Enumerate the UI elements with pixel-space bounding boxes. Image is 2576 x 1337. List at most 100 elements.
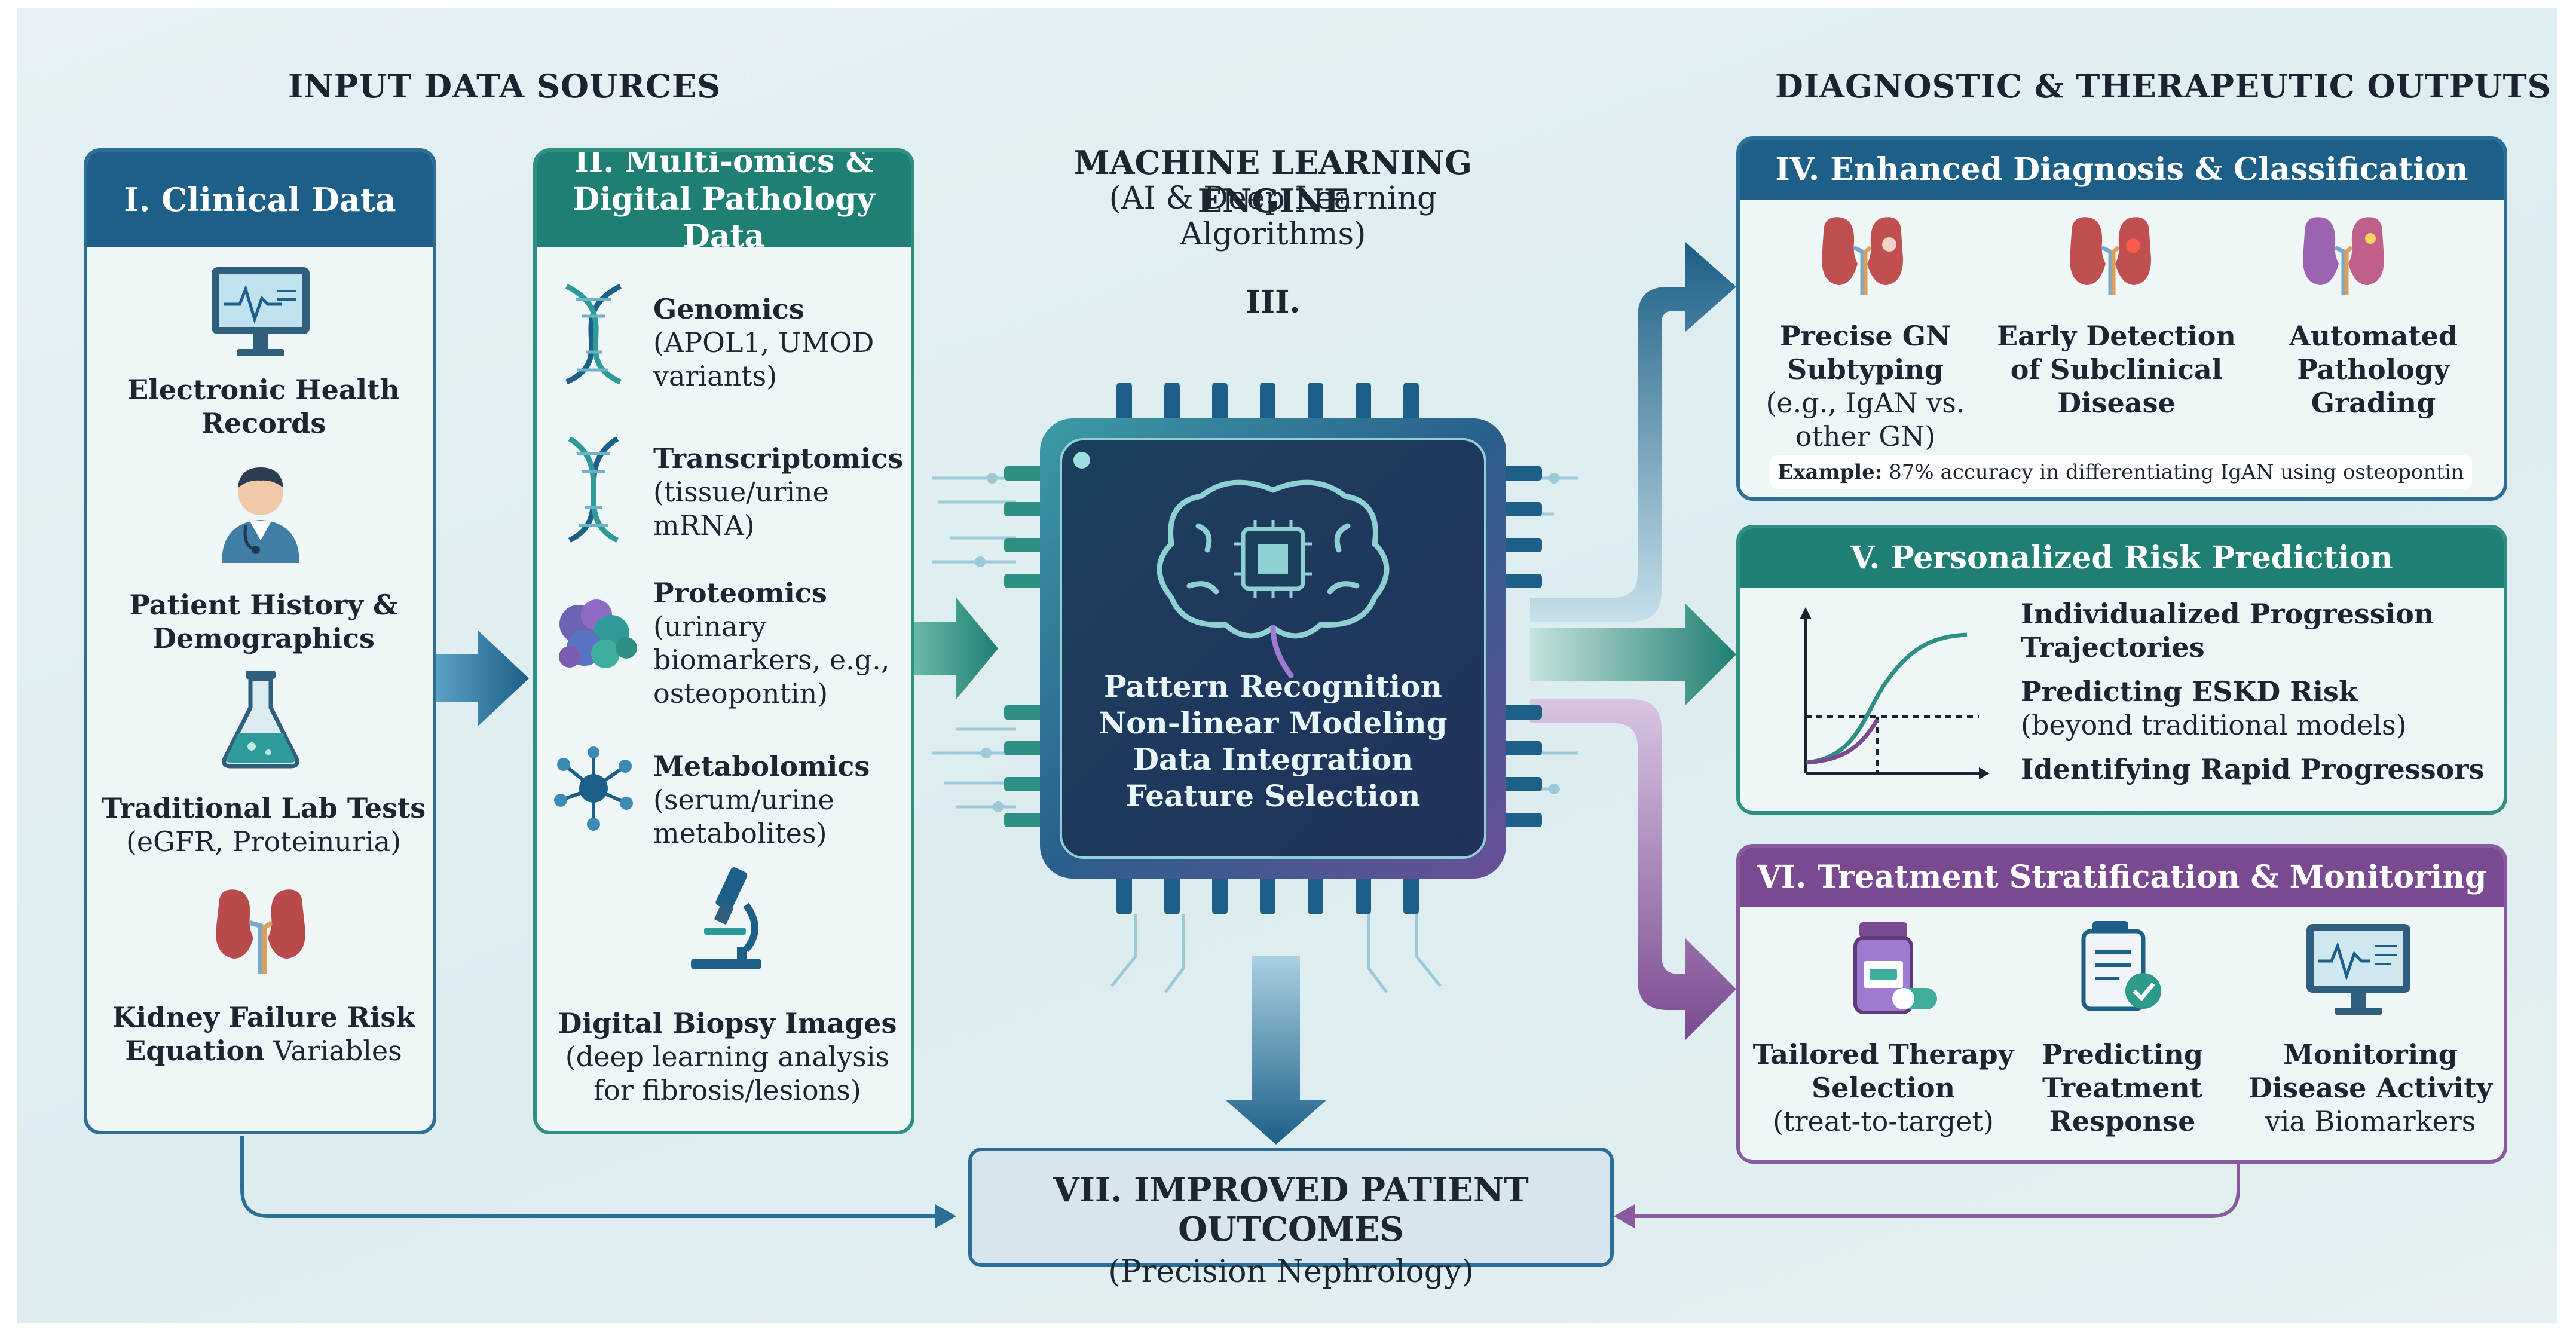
arrow-omics-to-engine <box>914 598 998 699</box>
metabolomics-detail: (serum/urine metabolites) <box>653 784 834 850</box>
engine-line-integration: Data Integration <box>1133 742 1414 777</box>
rna-icon <box>568 436 619 543</box>
genomics-detail: (APOL1, UMOD variants) <box>653 326 874 393</box>
diagnosis-panel: IV. Enhanced Diagnosis & Classification … <box>1736 136 2507 501</box>
genomics-label: Genomics (APOL1, UMOD variants) <box>653 292 904 393</box>
engine-numeral: III. <box>1246 284 1301 320</box>
transcriptomics-label: Transcriptomics (tissue/urine mRNA) <box>653 442 904 542</box>
monitor-icon <box>212 267 310 356</box>
kfre-detail: Variables <box>273 1035 402 1067</box>
eskd-title: Predicting ESKD Risk <box>2021 675 2358 708</box>
history-label: Patient History & Demographics <box>129 589 398 655</box>
outputs-header: DIAGNOSTIC & THERAPEUTIC OUTPUTS <box>1775 67 2551 105</box>
inputs-header: INPUT DATA SOURCES <box>288 67 721 105</box>
metabolomics-title: Metabolomics <box>653 750 870 782</box>
biopsy-detail: (deep learning analysis for fibrosis/les… <box>565 1041 890 1107</box>
chip-pins-bottom <box>1116 873 1419 914</box>
early-detection-label: Early Detection of Subclinical Disease <box>1997 320 2236 420</box>
metabolomics-label: Metabolomics (serum/urine metabolites) <box>653 749 904 850</box>
engine-subtitle: (AI & Deep Learning Algorithms) <box>1109 180 1437 252</box>
proteomics-label: Proteomics (urinary biomarkers, e.g., os… <box>653 576 904 710</box>
transcriptomics-detail: (tissue/urine mRNA) <box>653 476 829 542</box>
treatment-response-label: Predicting Treatment Response <box>2041 1038 2204 1138</box>
arrow-clinical-to-omics <box>436 631 529 726</box>
multiomics-panel: II. Multi-omics & Digital Pathology Data… <box>533 148 914 1134</box>
biopsy-label: Digital Biopsy Images (deep learning ana… <box>549 1006 906 1107</box>
multiomics-title-line1: II. Multi-omics & <box>574 148 874 180</box>
kfre-label: Kidney Failure Risk Equation Variables <box>99 1001 428 1067</box>
therapy-selection-detail: (treat-to-target) <box>1773 1105 1994 1138</box>
engine-line-feature: Feature Selection <box>1125 778 1421 813</box>
clinical-data-title: I. Clinical Data <box>87 152 433 247</box>
pathology-grading-label: Automated Pathology Grading <box>2289 320 2458 420</box>
proteomics-detail: (urinary biomarkers, e.g., osteopontin) <box>653 610 890 710</box>
line-clinical-to-outcome <box>240 1136 938 1218</box>
rapid-progressors-label: Identifying Rapid Progressors <box>2021 753 2485 785</box>
dna-icon <box>565 283 622 385</box>
engine-functions: Pattern Recognition Non-linear Modeling … <box>1076 668 1470 814</box>
biopsy-title: Digital Biopsy Images <box>558 1007 897 1039</box>
risk-panel: V. Personalized Risk Prediction Individu… <box>1736 525 2507 815</box>
clinical-data-panel: I. Clinical Data Electronic Health Recor… <box>84 148 436 1134</box>
molecule-icon <box>554 746 633 831</box>
lab-tests-label: Traditional Lab Tests (eGFR, Proteinuria… <box>99 791 428 858</box>
chip-pins-right <box>1500 466 1542 827</box>
transcriptomics-title: Transcriptomics <box>653 442 904 475</box>
eskd-label: Predicting ESKD Risk (beyond traditional… <box>2021 675 2499 742</box>
arrow-engine-to-treatment <box>1530 699 1736 1040</box>
arrow-engine-to-risk <box>1530 604 1736 705</box>
risk-curve-graph <box>1800 607 1990 779</box>
arrow-engine-to-diagnosis <box>1530 242 1736 622</box>
microscope-icon <box>691 867 761 969</box>
line-treatment-to-outcome <box>1632 1162 2240 1218</box>
disease-activity-title: Monitoring Disease Activity <box>2248 1038 2493 1105</box>
protein-icon <box>559 599 637 668</box>
kidney-icon <box>216 889 305 974</box>
genomics-title: Genomics <box>653 293 804 325</box>
engine-title: MACHINE LEARNING ENGINE <box>1073 143 1473 220</box>
medication-icon <box>1853 922 1937 1014</box>
doctor-icon <box>222 467 299 563</box>
outcome-subtitle: (Precision Nephrology) <box>1108 1254 1474 1290</box>
diagnosis-title: IV. Enhanced Diagnosis & Classification <box>1740 140 2504 200</box>
gn-subtyping-label: Precise GN Subtyping (e.g., IgAN vs. oth… <box>1752 319 1979 453</box>
example-text: 87% accuracy in differentiating IgAN usi… <box>1889 460 2464 484</box>
gn-subtyping-title: Precise GN Subtyping <box>1779 320 1951 386</box>
chip-pins-left <box>1004 466 1046 827</box>
disease-activity-label: Monitoring Disease Activity via Biomarke… <box>2242 1038 2499 1138</box>
disease-activity-detail: via Biomarkers <box>2265 1105 2476 1138</box>
circuit-lines-bottom <box>1110 914 1442 993</box>
monitor-icon <box>2306 924 2410 1015</box>
gn-subtyping-detail: (e.g., IgAN vs. other GN) <box>1766 387 1965 453</box>
arrow-engine-to-outcome <box>1225 956 1327 1145</box>
eskd-detail: (beyond traditional models) <box>2021 709 2407 742</box>
chip-pins-top <box>1116 383 1419 424</box>
treatment-title: VI. Treatment Stratification & Monitorin… <box>1740 848 2504 907</box>
engine-line-nonlinear: Non-linear Modeling <box>1099 705 1448 741</box>
therapy-selection-title: Tailored Therapy Selection <box>1752 1038 2014 1105</box>
kidney-lesion-icon <box>2070 217 2151 295</box>
risk-title: V. Personalized Risk Prediction <box>1740 528 2504 588</box>
multiomics-title: II. Multi-omics & Digital Pathology Data <box>537 152 911 255</box>
lab-tests-detail: (eGFR, Proteinuria) <box>126 825 402 858</box>
brain-icon <box>1157 479 1390 678</box>
lab-tests-title: Traditional Lab Tests <box>101 792 426 824</box>
trajectories-label: Individualized Progression Trajectories <box>2021 598 2434 664</box>
ml-chip <box>1004 383 1542 914</box>
therapy-selection-label: Tailored Therapy Selection (treat-to-tar… <box>1752 1038 2015 1138</box>
outcome-title: VII. IMPROVED PATIENT OUTCOMES <box>1053 1170 1529 1249</box>
flask-icon <box>222 671 299 769</box>
ehr-label: Electronic Health Records <box>127 374 400 440</box>
example-note: Example: 87% accuracy in differentiating… <box>1770 455 2472 489</box>
treatment-panel: VI. Treatment Stratification & Monitorin… <box>1736 844 2507 1164</box>
kfre-title: Kidney Failure Risk Equation <box>112 1001 415 1067</box>
circuit-lines-left <box>932 476 1016 809</box>
multiomics-title-line2: Digital Pathology Data <box>573 180 875 255</box>
clipboard-check-icon <box>2081 921 2161 1011</box>
example-label: Example: <box>1777 460 1883 484</box>
engine-line-pattern: Pattern Recognition <box>1103 669 1442 704</box>
kidney-grading-icon <box>2303 217 2384 295</box>
kidney-icon <box>1822 217 1903 295</box>
outcome-box: VII. IMPROVED PATIENT OUTCOMES (Precisio… <box>968 1148 1614 1290</box>
